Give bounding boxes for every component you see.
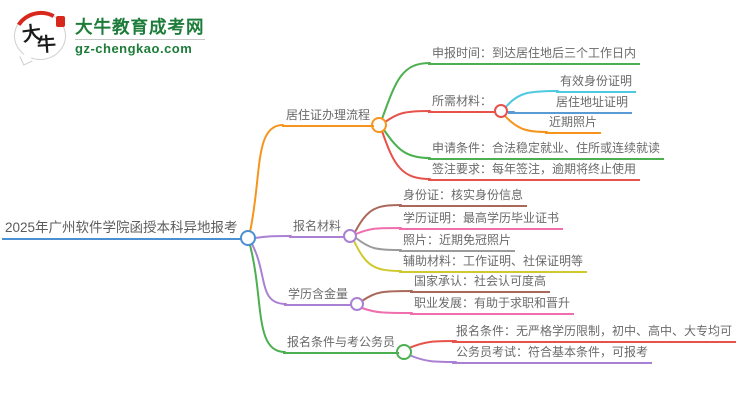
link-root-requirements bbox=[249, 244, 286, 353]
logo-seal-icon bbox=[56, 16, 65, 27]
node-edu-proof[interactable]: 学历证明：最高学历毕业证书 bbox=[399, 211, 564, 230]
branch-requirements[interactable]: 报名条件与考公务员 bbox=[283, 335, 400, 354]
link-root-materials bbox=[254, 235, 292, 239]
node-state-recognized[interactable]: 国家承认：社会认可度高 bbox=[410, 274, 551, 293]
link-needed-materials bbox=[384, 110, 431, 123]
materials-toggle-circle[interactable] bbox=[343, 229, 357, 243]
branch-materials[interactable]: 报名材料 bbox=[289, 219, 346, 238]
link-edu-proof bbox=[355, 227, 402, 235]
node-aux-materials[interactable]: 辅助材料：工作证明、社保证明等 bbox=[399, 254, 588, 273]
logo-char-niu: 牛 bbox=[36, 33, 57, 57]
branch-degree-value[interactable]: 学历含金量 bbox=[284, 287, 353, 306]
link-root-residence-permit bbox=[249, 124, 284, 233]
node-recent-photo[interactable]: 近期照片 bbox=[545, 115, 602, 134]
link-state-recognized bbox=[361, 290, 413, 302]
link-id-card bbox=[354, 204, 402, 233]
link-endorsement bbox=[381, 130, 431, 180]
node-career[interactable]: 职业发展：有助于求职和晋升 bbox=[410, 296, 575, 315]
link-enroll-conditions bbox=[408, 340, 457, 349]
link-recent-photo bbox=[504, 115, 548, 133]
root-toggle-circle[interactable] bbox=[240, 230, 256, 246]
logo-divider bbox=[75, 38, 205, 40]
needed-materials-toggle-circle[interactable] bbox=[494, 104, 508, 118]
logo-title: 大牛教育成考网 bbox=[75, 16, 205, 37]
link-valid-id bbox=[505, 90, 559, 108]
branch-residence-permit[interactable]: 居住证办理流程 bbox=[282, 108, 375, 127]
link-declare-time bbox=[381, 62, 431, 120]
node-declare-time[interactable]: 申报时间：到达居住地后三个工作日内 bbox=[428, 46, 641, 65]
link-aux-materials bbox=[353, 240, 402, 272]
site-logo[interactable]: 大 牛 大牛教育成考网 gz-chengkao.com bbox=[7, 5, 205, 67]
degree-value-toggle-circle[interactable] bbox=[350, 297, 364, 311]
residence-permit-toggle-circle[interactable] bbox=[371, 117, 387, 133]
link-apply-conditions bbox=[383, 129, 431, 159]
node-id-card[interactable]: 身份证：核实身份信息 bbox=[399, 188, 528, 207]
node-civil-service[interactable]: 公务员考试：符合基本条件，可报考 bbox=[452, 345, 653, 364]
node-needed-materials[interactable]: 所需材料： bbox=[428, 94, 497, 113]
logo-domain: gz-chengkao.com bbox=[75, 40, 193, 56]
node-valid-id[interactable]: 有效身份证明 bbox=[556, 74, 637, 93]
node-photo[interactable]: 照片：近期免冠照片 bbox=[399, 233, 516, 252]
link-photo bbox=[355, 237, 402, 251]
node-enroll-conditions[interactable]: 报名条件：无严格学历限制，初中、高中、大专均可 bbox=[452, 324, 737, 343]
requirements-toggle-circle[interactable] bbox=[396, 344, 412, 360]
logo-speech-bubble: 大 牛 bbox=[7, 5, 73, 67]
node-apply-conditions[interactable]: 申请条件：合法稳定就业、住所或连续就读 bbox=[428, 141, 665, 160]
node-endorsement[interactable]: 签注要求：每年签注，逾期将终止使用 bbox=[428, 162, 641, 181]
link-career bbox=[361, 307, 413, 314]
root-node[interactable]: 2025年广州软件学院函授本科异地报考 bbox=[2, 219, 241, 240]
link-civil-service bbox=[408, 354, 457, 363]
logo-text-block: 大牛教育成考网 gz-chengkao.com bbox=[75, 17, 205, 56]
node-address-proof[interactable]: 居住地址证明 bbox=[508, 95, 633, 114]
link-root-degree-value bbox=[251, 243, 287, 305]
